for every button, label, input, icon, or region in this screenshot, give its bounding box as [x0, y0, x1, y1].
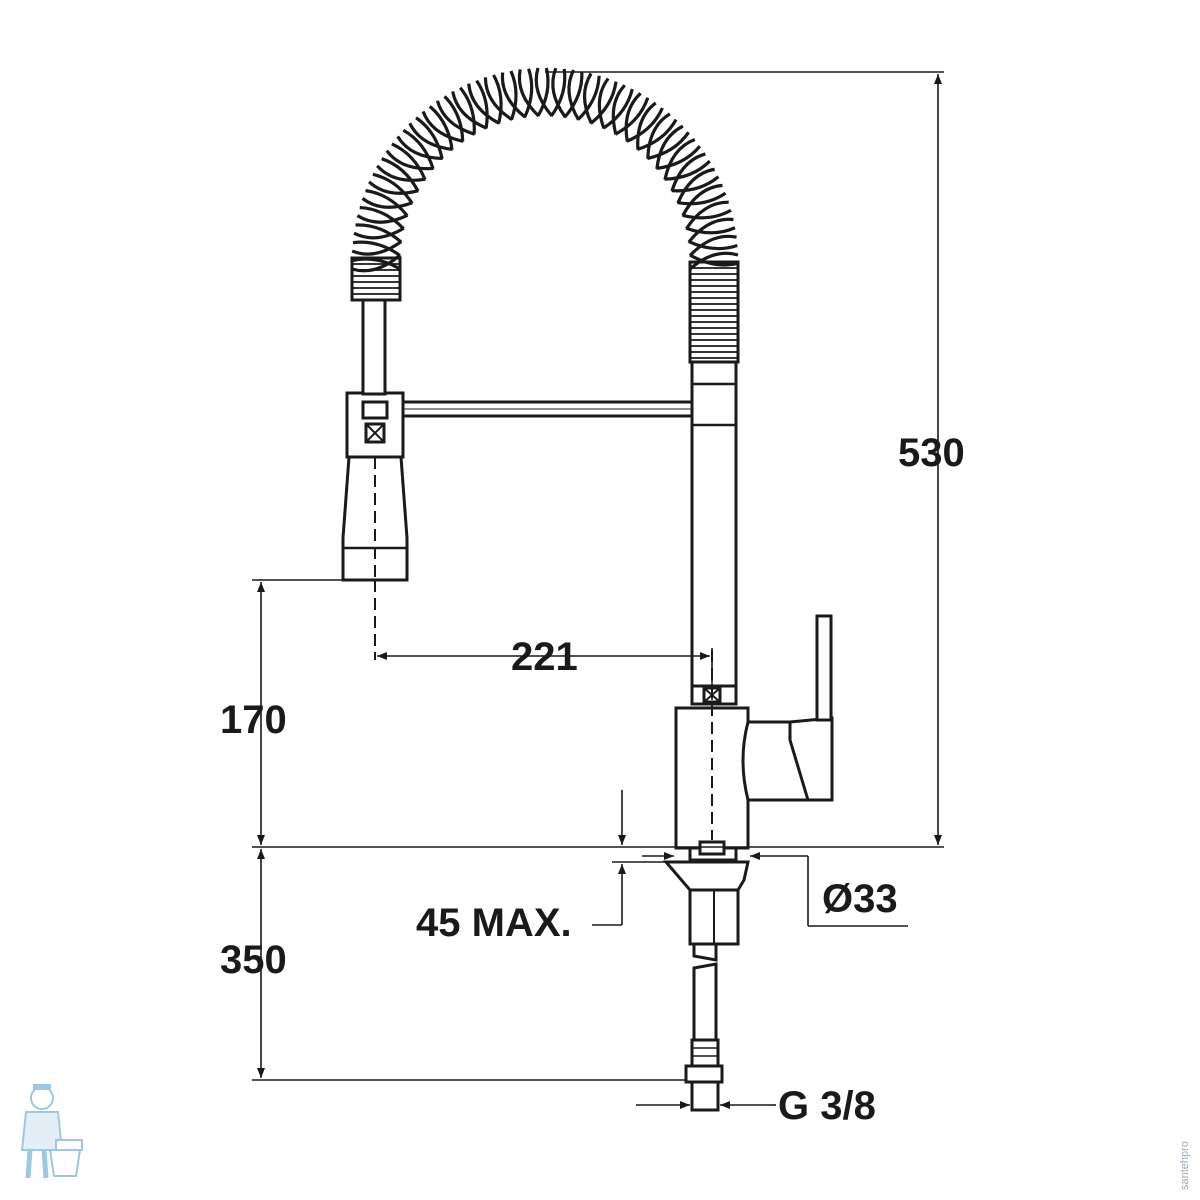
- dim-label-diameter-33: Ø33: [822, 877, 898, 921]
- dim-label-530: 530: [898, 431, 965, 475]
- dimension-lines: [252, 71, 944, 1109]
- body-column: [690, 358, 738, 692]
- supply-hose: [684, 942, 724, 1112]
- watermark-text: santehpro: [1179, 1141, 1191, 1190]
- spring-coil: [351, 67, 739, 273]
- dim-label-221: 221: [511, 635, 578, 679]
- plumber-mascot-icon: [20, 1084, 83, 1179]
- spray-tube: [361, 296, 387, 396]
- spray-holder: [345, 391, 405, 459]
- lever-handle: [815, 614, 833, 722]
- dim-label-170: 170: [220, 698, 287, 742]
- faucet-drawing: [341, 67, 834, 1112]
- right-coil-collar: [688, 260, 740, 364]
- dim-label-g-3-8: G 3/8: [778, 1084, 876, 1128]
- dim-label-45-max: 45 MAX.: [416, 901, 572, 945]
- dim-label-350: 350: [220, 938, 287, 982]
- mounting-assembly: [662, 840, 750, 946]
